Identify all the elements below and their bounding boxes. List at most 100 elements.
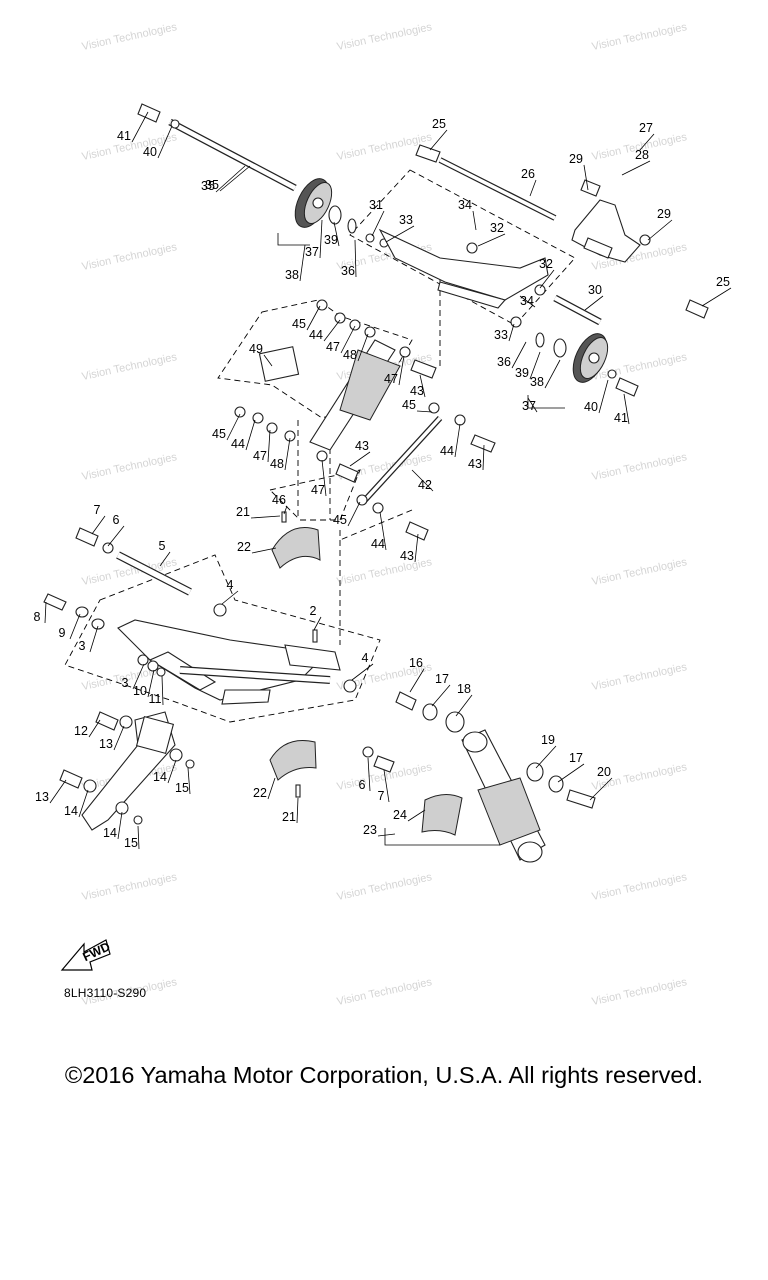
callout-47: 47 [326, 340, 340, 354]
rear-shock-upper [234, 299, 411, 462]
leader-line [44, 601, 47, 624]
leader-line [529, 179, 537, 197]
leader-line [454, 423, 461, 458]
callout-29: 29 [657, 207, 671, 221]
callout-19: 19 [541, 733, 555, 747]
copyright-notice: ©2016 Yamaha Motor Corporation, U.S.A. A… [64, 1062, 704, 1088]
callout-3: 3 [79, 639, 86, 653]
bolt-6-7-lower [362, 746, 395, 773]
callout-3: 3 [122, 676, 129, 690]
callout-33: 33 [399, 213, 413, 227]
callout-13: 13 [99, 737, 113, 751]
leader-line [117, 811, 123, 840]
callout-34: 34 [520, 294, 534, 308]
idler-wheel-left [294, 178, 389, 248]
callout-7: 7 [378, 789, 385, 803]
watermark: Vision Technologies [591, 556, 689, 588]
leader-line [557, 763, 585, 783]
callout-25: 25 [432, 117, 446, 131]
leader-line [535, 745, 557, 769]
leader-line [589, 777, 613, 801]
callout-17: 17 [569, 751, 583, 765]
leader-line [245, 419, 256, 451]
idler-wheel-right [535, 332, 639, 397]
callout-21: 21 [236, 505, 250, 519]
leader-line [598, 379, 609, 414]
leader-line [250, 515, 281, 519]
callout-32: 32 [490, 221, 504, 235]
leader-line [131, 111, 149, 143]
leader-line [351, 663, 374, 681]
leader-line [91, 515, 106, 535]
callout-35: 35 [205, 178, 219, 192]
fwd-arrow: FWD [60, 939, 112, 971]
callout-4: 4 [227, 578, 234, 592]
leader-line [371, 210, 385, 237]
callout-48: 48 [343, 348, 357, 362]
watermark: Vision Technologies [591, 871, 689, 903]
leader-line [306, 305, 321, 331]
callout-44: 44 [309, 328, 323, 342]
callout-bracket [277, 233, 310, 246]
leader-line [219, 165, 251, 192]
leader-line [296, 797, 299, 824]
watermark: Vision Technologies [81, 241, 179, 273]
leader-line [89, 625, 99, 653]
leader-line [416, 410, 433, 413]
shaft-35 [137, 103, 297, 192]
leader-line [137, 825, 140, 850]
leader-line [623, 393, 630, 425]
callout-48: 48 [270, 457, 284, 471]
callout-12: 12 [74, 724, 88, 738]
link-rod-42 [335, 359, 496, 541]
callout-43: 43 [410, 384, 424, 398]
bracket-27 [571, 179, 651, 263]
watermark: Vision Technologies [81, 451, 179, 483]
leader-line [354, 239, 357, 278]
callout-17: 17 [435, 672, 449, 686]
watermark: Vision Technologies [591, 451, 689, 483]
leader-line [455, 694, 473, 717]
leader-line [472, 210, 477, 231]
callout-5: 5 [159, 539, 166, 553]
callout-38: 38 [285, 268, 299, 282]
callout-4: 4 [362, 651, 369, 665]
leader-line [267, 777, 276, 800]
callout-32: 32 [539, 257, 553, 271]
leader-line [267, 429, 271, 463]
upper-arm [378, 228, 549, 328]
leader-line [527, 397, 538, 413]
leader-line [221, 590, 239, 605]
callout-16: 16 [409, 656, 423, 670]
leader-line [647, 219, 673, 241]
leader-line [49, 779, 67, 804]
watermark: Vision Technologies [336, 556, 434, 588]
leader-line [215, 165, 246, 193]
callout-46: 46 [272, 493, 286, 507]
callout-43: 43 [468, 457, 482, 471]
callout-6: 6 [113, 513, 120, 527]
leader-line [411, 469, 434, 492]
leader-line [529, 351, 541, 380]
leader-line [340, 325, 356, 354]
callout-13: 13 [35, 790, 49, 804]
callout-30: 30 [588, 283, 602, 297]
callout-6: 6 [359, 778, 366, 792]
leader-line [69, 613, 81, 640]
callout-44: 44 [231, 437, 245, 451]
leader-line [333, 221, 340, 247]
callout-39: 39 [515, 366, 529, 380]
callout-44: 44 [371, 537, 385, 551]
callout-2: 2 [310, 604, 317, 618]
callout-22: 22 [253, 786, 267, 800]
leader-line [621, 160, 651, 176]
leader-line [383, 769, 390, 803]
leader-line [147, 669, 155, 698]
callout-40: 40 [143, 145, 157, 159]
leader-line [132, 663, 145, 690]
callout-bracket [527, 395, 565, 409]
callout-47: 47 [253, 449, 267, 463]
callout-7: 7 [94, 503, 101, 517]
